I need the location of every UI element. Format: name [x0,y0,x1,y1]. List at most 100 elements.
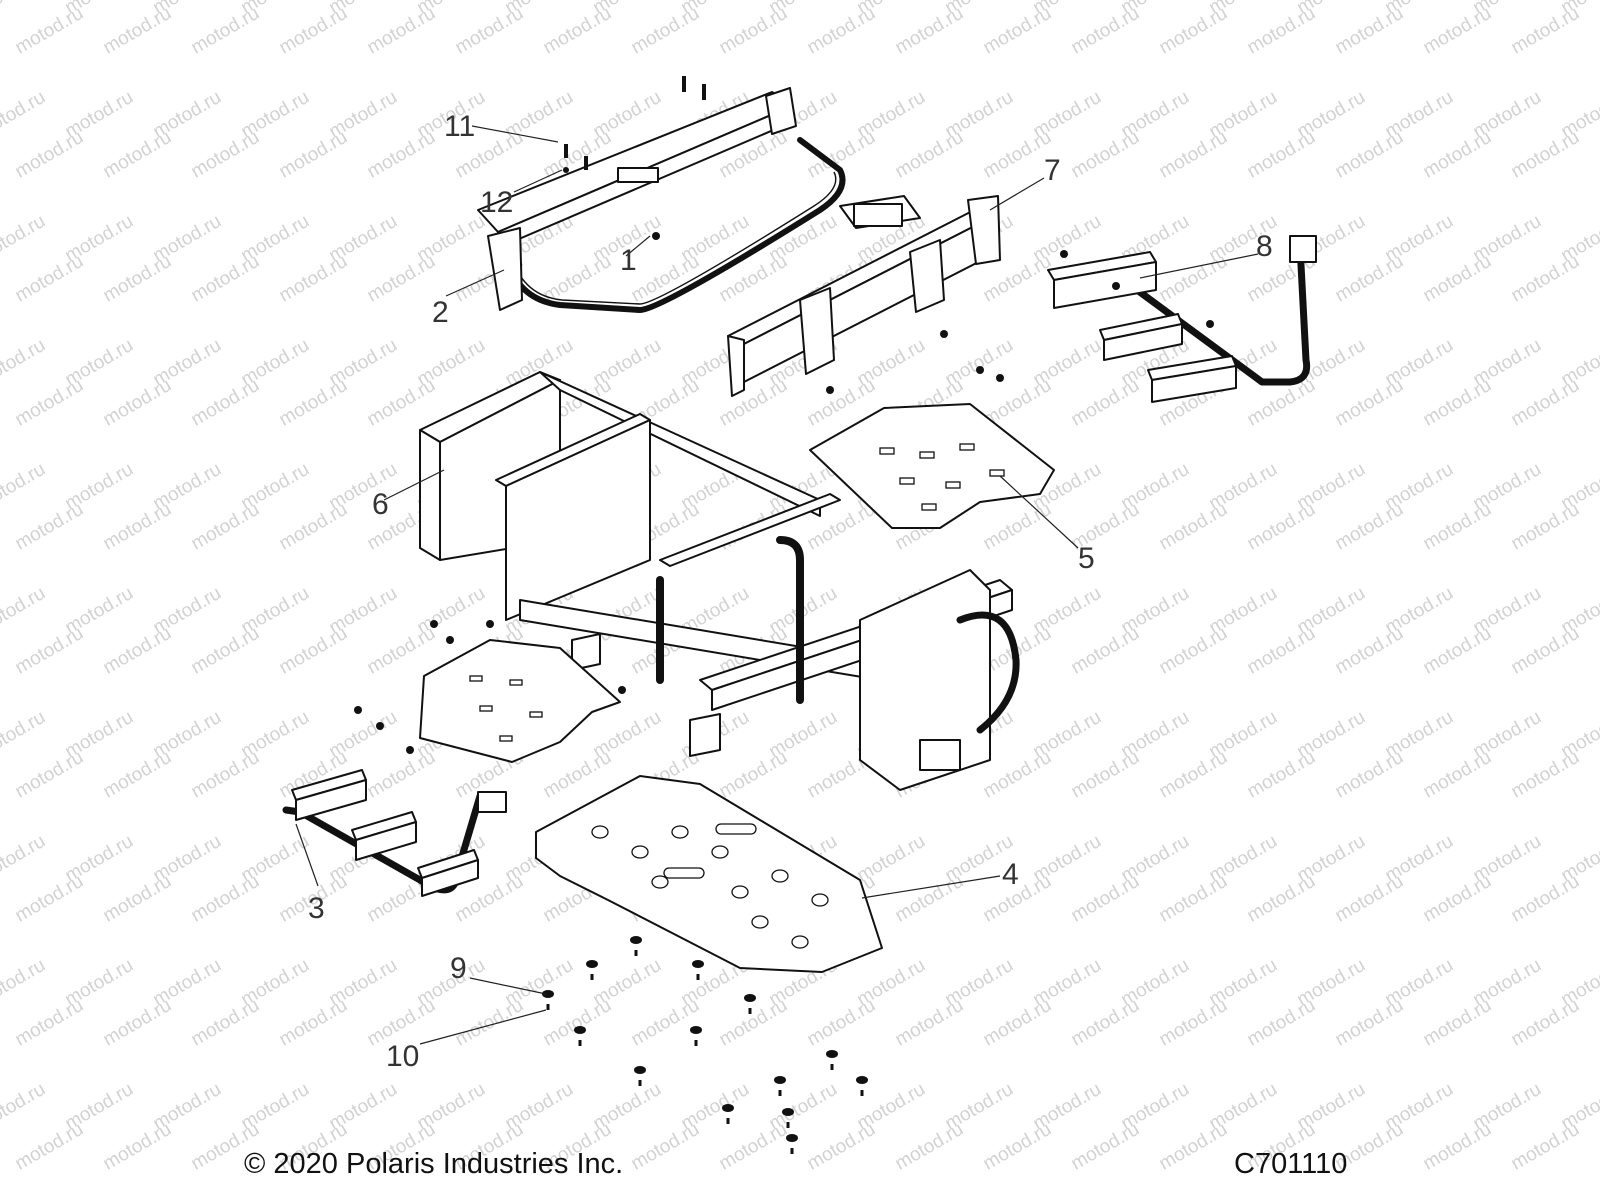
watermark-text: motod.ru [1420,1119,1495,1175]
watermark-text: motod.ru [100,127,175,183]
watermark-text: motod.ru [804,1119,879,1175]
screw [590,974,594,980]
watermark-text: motod.ru [1068,623,1143,679]
watermark-text: motod.ru [1508,251,1583,307]
watermark-text: motod.ru [1508,623,1583,679]
watermark-text: motod.ru [1244,127,1319,183]
push-rivet [774,1076,786,1084]
watermark-text: motod.ru [12,995,87,1051]
rear-left-floor-panel [419,639,621,763]
watermark-text: motod.ru [100,623,175,679]
watermark-text: motod.ru [1244,995,1319,1051]
watermark-text: motod.ru [364,251,439,307]
watermark-text: motod.ru [0,831,49,887]
watermark-text: motod.ru [0,583,49,639]
watermark-text: motod.ru [0,0,49,19]
callout-2: 2 [432,296,449,329]
push-rivet [744,994,756,1002]
watermark-text: motod.ru [1244,747,1319,803]
push-rivet [630,936,642,944]
watermark-text: motod.ru [1156,995,1231,1051]
callout-11: 11 [444,110,475,143]
watermark-text: motod.ru [364,747,439,803]
watermark-text: motod.ru [1332,251,1407,307]
watermark-text: motod.ru [100,995,175,1051]
watermark-text: motod.ru [452,3,527,59]
watermark-text: motod.ru [1332,3,1407,59]
callout-6: 6 [372,488,389,521]
watermark-text: motod.ru [540,747,615,803]
watermark-text: motod.ru [1156,871,1231,927]
watermark-text: motod.ru [0,459,49,515]
watermark-text: motod.ru [12,127,87,183]
watermark-text: motod.ru [188,3,263,59]
watermark-text: motod.ru [1332,871,1407,927]
screw [830,1064,834,1070]
callout-10: 10 [386,1040,419,1073]
watermark-text: motod.ru [100,499,175,555]
copyright-notice: © 2020 Polaris Industries Inc. [244,1148,624,1180]
screw [694,1040,698,1046]
watermark-text: motod.ru [1596,499,1600,555]
watermark-text: motod.ru [364,375,439,431]
watermark-text: motod.ru [1508,3,1583,59]
watermark-text: motod.ru [1596,871,1600,927]
watermark-text: motod.ru [276,995,351,1051]
screw [546,1004,550,1010]
push-rivet [782,1108,794,1116]
leader-lines [295,125,1259,1045]
callout-3: 3 [308,892,325,925]
screw [726,1118,730,1124]
watermark-text: motod.ru [1508,995,1583,1051]
watermark-text: motod.ru [1508,499,1583,555]
callout-12: 12 [480,186,513,219]
watermark-text: motod.ru [188,499,263,555]
watermark-text: motod.ru [12,499,87,555]
fasteners [354,76,1214,754]
screw [860,1090,864,1096]
watermark-text: motod.ru [1420,127,1495,183]
callout-1: 1 [620,244,637,277]
watermark-text: motod.ru [628,1119,703,1175]
watermark-text: motod.ru [1156,1119,1231,1175]
watermark-text: motod.ru [1068,995,1143,1051]
screw [578,1040,582,1046]
screw [790,1148,794,1154]
watermark-text: motod.ru [1508,127,1583,183]
watermark-text: motod.ru [1420,871,1495,927]
part-2-rack-frame [477,87,846,313]
push-rivet [722,1104,734,1112]
callout-8: 8 [1256,230,1273,263]
part-7-cross-member [727,195,1001,397]
watermark-text: motod.ru [1332,623,1407,679]
watermark-text: motod.ru [1596,747,1600,803]
watermark-text: motod.ru [188,251,263,307]
watermark-text: motod.ru [12,871,87,927]
watermark-text: motod.ru [628,3,703,59]
watermark-text: motod.ru [892,127,967,183]
watermark-text: motod.ru [1156,251,1231,307]
watermark-text: motod.ru [716,747,791,803]
watermark-text: motod.ru [1420,3,1495,59]
watermark-text: motod.ru [276,127,351,183]
watermark-text: motod.ru [1332,747,1407,803]
watermark-text: motod.ru [892,995,967,1051]
watermark-text: motod.ru [0,707,49,763]
push-rivet [786,1134,798,1142]
screw [778,1090,782,1096]
watermark-text: motod.ru [716,1119,791,1175]
watermark-text: motod.ru [892,871,967,927]
part-3-left-step-frame [282,769,507,897]
part-6-main-frame [419,371,1020,791]
watermark-text: motod.ru [188,747,263,803]
push-rivet [856,1076,868,1084]
watermark-text: motod.ru [100,747,175,803]
callout-labels: 1 2 3 4 5 6 7 8 9 10 11 12 [308,110,1273,1073]
drawing-code: C701110 [1234,1148,1348,1180]
watermark-text: motod.ru [1156,499,1231,555]
push-rivet [634,1066,646,1074]
watermark-text: motod.ru [1508,871,1583,927]
watermark-text: motod.ru [452,995,527,1051]
watermark-text: motod.ru [1508,375,1583,431]
watermark-text: motod.ru [1420,251,1495,307]
